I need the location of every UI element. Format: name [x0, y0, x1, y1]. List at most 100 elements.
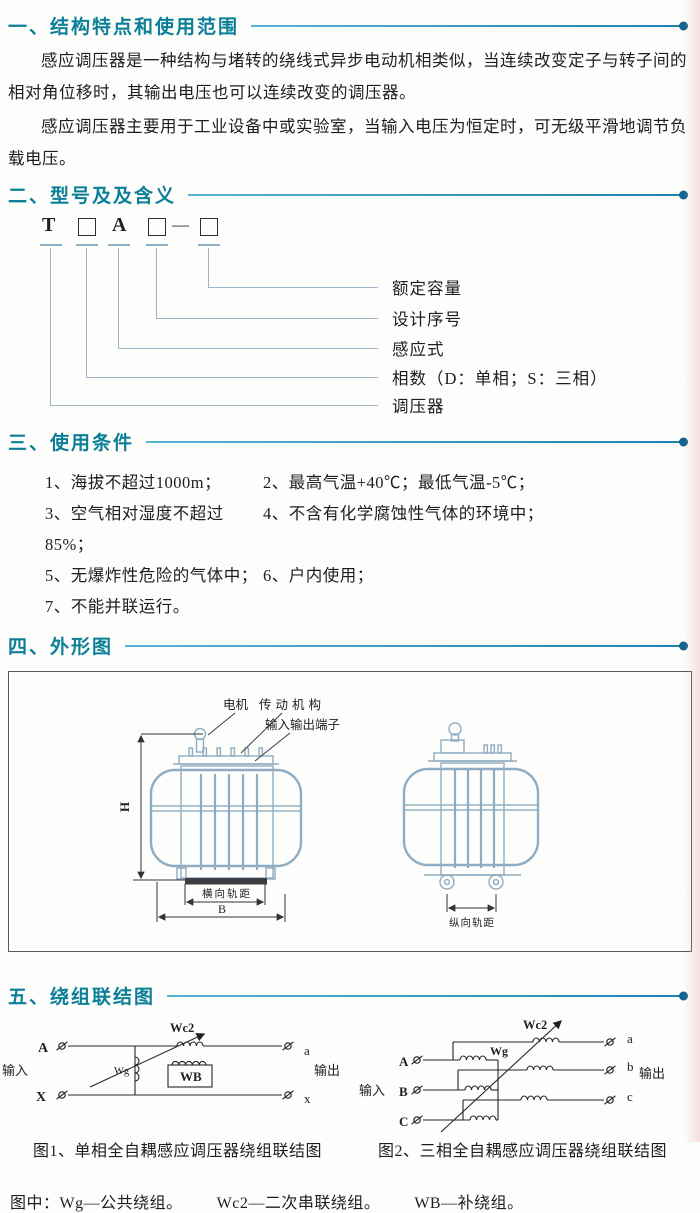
underline — [108, 244, 130, 246]
model-code-dash: — — [172, 215, 189, 234]
terminal-symbol-a — [603, 1037, 617, 1047]
leader-line — [118, 348, 378, 350]
section-2-heading-row: 二、型号及及含义 — [0, 181, 700, 208]
terminal-symbol-A — [410, 1055, 424, 1065]
dim-H: H — [117, 802, 132, 812]
legend-item-wc2: Wc2—二次串联绕组。 — [216, 1195, 381, 1212]
terminal-symbol-b — [603, 1065, 617, 1075]
leader-line — [50, 248, 52, 405]
condition-item: 4、不含有化学腐蚀性气体的环境中； — [263, 504, 544, 523]
fig1-wc2-label: Wc2 — [170, 1021, 194, 1035]
figure-2-caption: 图2、三相全自耦感应调压器绕组联结图 — [377, 1143, 667, 1160]
fig1-term-a: a — [304, 1043, 310, 1058]
section-1-paragraph-1: 感应调压器是一种结构与堵转的绕线式异步电动机相类似，当连续改变定子与转子间的相对… — [8, 51, 687, 102]
figure-2-column: 输入 输出 A B C a b c Wc2 Wg 图2、三相全自耦感应调压器绕组… — [355, 1015, 690, 1161]
label-drive-mechanism: 传动机构 — [259, 697, 325, 712]
condition-item: 5、无爆炸性危险的气体中； — [45, 566, 258, 585]
dim-B: B — [218, 902, 226, 916]
section-3-title: 三、使用条件 — [8, 433, 135, 454]
leader-line — [50, 405, 378, 407]
underline — [40, 244, 62, 246]
leader-line — [118, 248, 120, 348]
outline-drawing: 电机 传动机构 输入输出端子 H 横向轨距 B 纵向轨距 — [117, 697, 540, 929]
rule-end-dot — [679, 437, 688, 446]
fig1-term-A: A — [38, 1041, 49, 1056]
model-label-design-number: 设计序号 — [392, 310, 462, 329]
model-code-box-2 — [148, 218, 166, 236]
section-2-title: 二、型号及及含义 — [8, 186, 177, 207]
fig1-input-label: 输入 — [2, 1063, 28, 1078]
fig1-output-label: 输出 — [314, 1063, 340, 1078]
condition-item: 1、海拔不超过1000m； — [45, 473, 222, 492]
fig2-output-label: 输出 — [639, 1066, 665, 1081]
usage-conditions-list: 1、海拔不超过1000m； 2、最高气温+40℃；最低气温-5℃； 3、空气相对… — [0, 467, 700, 622]
terminal-symbol-A — [55, 1041, 69, 1051]
underline — [76, 244, 98, 246]
heading-rule — [251, 21, 688, 30]
three-phase-circuit: 输入 输出 A B C a b c Wc2 Wg — [359, 1018, 665, 1133]
model-code-diagram: T A — 额定容量 设计序号 感应式 相数（D：单相；S：三相） 调压器 — [0, 212, 700, 428]
heading-rule — [188, 190, 688, 199]
fig2-wg-label: Wg — [490, 1044, 508, 1058]
section-3-heading-row: 三、使用条件 — [0, 428, 700, 455]
section-1-title: 一、结构特点和使用范围 — [8, 17, 240, 38]
figure-1-caption: 图1、单相全自耦感应调压器绕组联结图 — [32, 1143, 322, 1160]
fig1-term-X: X — [36, 1090, 46, 1105]
section-4-title: 四、外形图 — [8, 637, 114, 658]
model-code-letter-T: T — [42, 214, 56, 236]
leader-line — [156, 248, 158, 318]
winding-diagrams-row: 输入 输出 A X a x Wc2 Wg WB 图1、单相全自耦感应调压器绕组联… — [0, 1015, 700, 1161]
condition-item: 6、户内使用； — [263, 566, 374, 585]
condition-item: 2、最高气温+40℃；最低气温-5℃； — [263, 473, 535, 492]
label-io-terminals: 输入输出端子 — [265, 717, 340, 732]
section-5-heading-row: 五、绕组联结图 — [0, 982, 700, 1009]
fig2-term-A: A — [399, 1054, 409, 1069]
model-code-box-3 — [200, 218, 218, 236]
fig2-term-c: c — [627, 1089, 633, 1104]
fig2-wc2-label: Wc2 — [523, 1018, 547, 1032]
fig2-input-label: 输入 — [359, 1083, 385, 1098]
figure-1-column: 输入 输出 A X a x Wc2 Wg WB 图1、单相全自耦感应调压器绕组联… — [0, 1015, 355, 1161]
base-plate — [185, 878, 267, 885]
legend-item-wb: WB—补绕组。 — [414, 1195, 524, 1212]
condition-item: 7、不能并联运行。 — [45, 597, 190, 616]
heading-rule — [146, 437, 688, 446]
fig2-term-b: b — [627, 1059, 634, 1074]
model-label-regulator: 调压器 — [392, 397, 445, 416]
terminal-symbol-B — [410, 1085, 424, 1095]
dim-gauge-horizontal: 横向轨距 — [202, 887, 252, 900]
fig2-term-a: a — [627, 1031, 633, 1046]
terminal-symbol-a — [281, 1041, 295, 1051]
underline — [146, 244, 168, 246]
terminal-symbol-c — [603, 1095, 617, 1105]
legend-item-wg: 图中：Wg—公共绕组。 — [10, 1195, 183, 1212]
section-4-heading-row: 四、外形图 — [0, 632, 700, 659]
section-1-paragraph-2: 感应调压器主要用于工业设备中或实验室，当输入电压为恒定时，可无级平滑地调节负载电… — [8, 117, 687, 168]
fig2-term-C: C — [399, 1114, 408, 1129]
condition-item: 3、空气相对湿度不超过85%； — [45, 504, 224, 554]
leader-line — [86, 377, 378, 379]
dim-gauge-vertical: 纵向轨距 — [449, 916, 495, 929]
leader-line — [156, 318, 378, 320]
rule-end-dot — [679, 21, 688, 30]
section-1-heading-row: 一、结构特点和使用范围 — [0, 0, 700, 39]
model-label-rated-capacity: 额定容量 — [392, 279, 462, 298]
leader-line — [208, 287, 378, 289]
heading-rule — [167, 991, 688, 1000]
leader-line — [208, 248, 210, 287]
leader-line — [86, 248, 88, 377]
label-motor: 电机 — [223, 698, 249, 712]
winding-legend: 图中：Wg—公共绕组。 Wc2—二次串联绕组。 WB—补绕组。 — [0, 1189, 700, 1213]
fig1-wg-label: Wg — [114, 1066, 130, 1077]
fig1-wb-label: WB — [180, 1069, 202, 1084]
underline — [198, 244, 220, 246]
single-phase-circuit: 输入 输出 A X a x Wc2 Wg WB — [2, 1021, 340, 1106]
model-label-phase-number: 相数（D：单相；S：三相） — [392, 369, 608, 388]
rule-end-dot — [679, 991, 688, 1000]
section-5-title: 五、绕组联结图 — [8, 987, 156, 1008]
terminal-symbol-X — [55, 1090, 69, 1100]
rule-end-dot — [679, 190, 688, 199]
model-label-induction-type: 感应式 — [392, 340, 445, 359]
fig1-term-x: x — [304, 1091, 311, 1106]
terminal-symbol-x — [281, 1090, 295, 1100]
